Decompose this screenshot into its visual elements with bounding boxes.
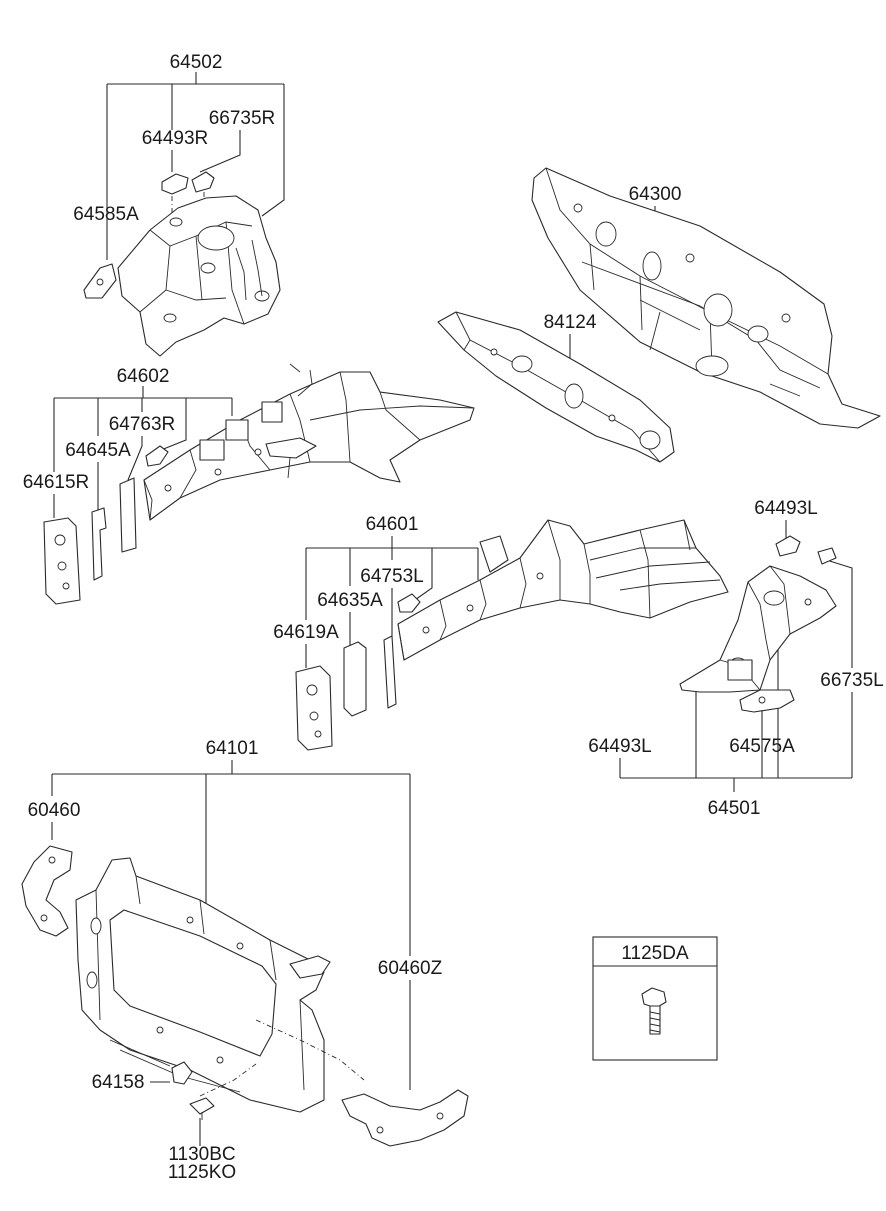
assembly-64101: 64101 60460 60460Z 64158 1130BC 1125KO: [21, 738, 469, 1183]
label-64619A: 64619A: [273, 622, 339, 643]
label-64763R: 64763R: [109, 414, 176, 435]
plate-64619A: [295, 665, 333, 751]
label-66735R: 66735R: [209, 108, 276, 129]
label-64101: 64101: [206, 738, 259, 759]
label-64300: 64300: [629, 184, 682, 205]
clip-64493R: [161, 173, 189, 195]
clip-64763R: [145, 445, 169, 467]
front-side-member-64501: [679, 565, 837, 693]
part-64502-body: [117, 195, 281, 357]
bracket-60460Z: [341, 1089, 469, 1147]
fastener-box: [592, 936, 718, 1061]
bolt-1130BC: [189, 1097, 215, 1115]
label-64158: 64158: [92, 1072, 145, 1093]
label-64645A: 64645A: [65, 440, 131, 461]
fastener-box-1125DA: 1125DA: [592, 936, 718, 1061]
label-60460Z: 60460Z: [378, 958, 443, 979]
label-1130BC: 1130BC: [168, 1144, 235, 1165]
label-60460: 60460: [28, 800, 81, 821]
label-64602: 64602: [117, 366, 170, 387]
clip-64753L: [397, 593, 421, 613]
clip-64493L: [775, 535, 801, 557]
label-66735L: 66735L: [820, 670, 883, 691]
part-84124: 84124: [437, 311, 675, 463]
label-64493L-mid: 64493L: [588, 736, 651, 757]
label-64753L: 64753L: [360, 566, 423, 587]
leader-64502: [106, 72, 285, 260]
bracket-64575A: [739, 689, 795, 713]
dash-panel: [531, 167, 881, 429]
part-64300: 64300: [531, 167, 881, 429]
assembly-64501: 64493L 66735L 64493L 64575A 64501: [588, 498, 883, 819]
bracket-64645A-b: [91, 507, 107, 581]
label-64635A: 64635A: [317, 590, 383, 611]
clip-66735R: [191, 171, 215, 193]
label-64601: 64601: [366, 514, 419, 535]
label-64493R: 64493R: [142, 128, 209, 149]
assembly-64602: 64602 64763R 64645A 64615R: [23, 363, 475, 605]
side-member-64601: [397, 519, 729, 661]
label-64501: 64501: [708, 798, 761, 819]
label-64502: 64502: [170, 52, 223, 73]
label-64493L-top: 64493L: [754, 498, 817, 519]
bolt-1125DA: [641, 987, 667, 1009]
label-64585A: 64585A: [73, 204, 139, 225]
label-64615R: 64615R: [23, 472, 90, 493]
label-84124: 84124: [544, 312, 597, 333]
label-1125DA: 1125DA: [621, 943, 689, 964]
clip-66735L: [817, 547, 837, 565]
bracket-64635A-b: [383, 635, 397, 709]
crossmember-84124: [437, 311, 675, 463]
assembly-64601: 64601 64753L 64635A 64619A: [273, 514, 729, 751]
plate-64615R: [43, 517, 81, 605]
clip-64158: [171, 1061, 193, 1085]
label-1125KO: 1125KO: [168, 1162, 236, 1183]
bracket-64645A-a: [119, 477, 137, 553]
bracket-60460: [21, 845, 73, 937]
bracket-64635A-a: [343, 641, 367, 717]
carrier-opening: [109, 909, 277, 1057]
assembly-64502: 64502 66735R 64493R 64585A: [73, 52, 285, 357]
